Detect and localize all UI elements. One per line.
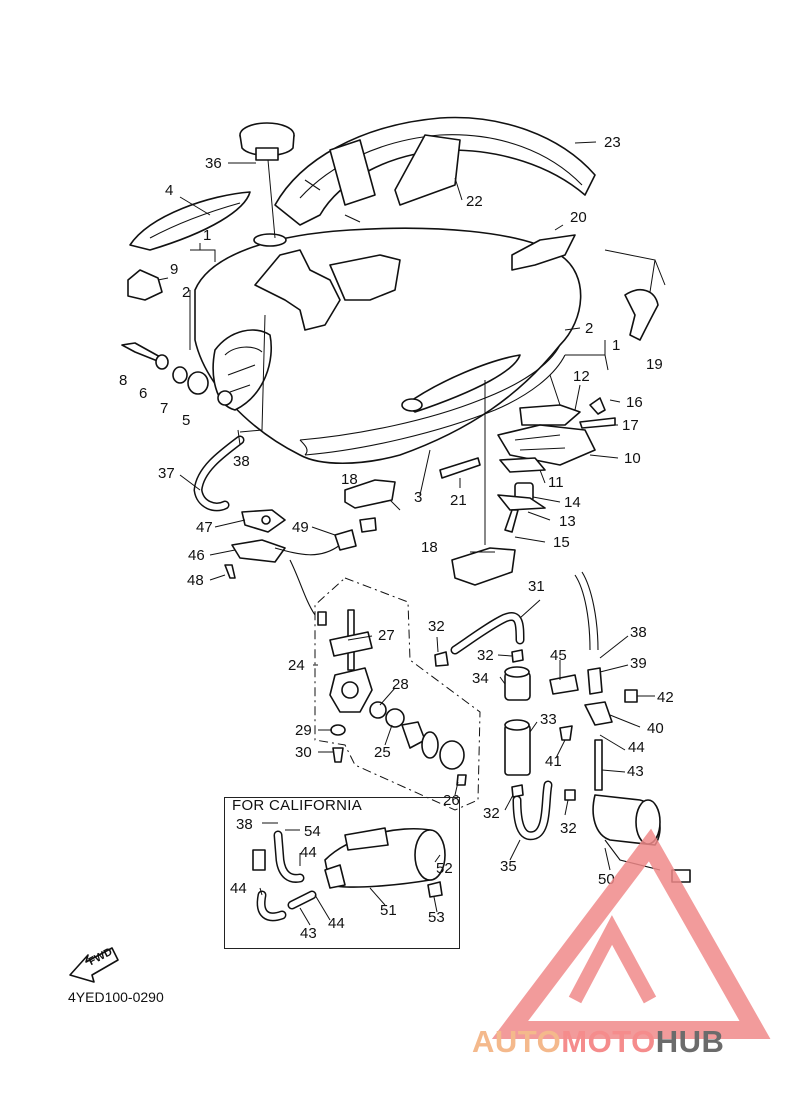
ref-42: 42 <box>657 689 674 706</box>
watermark-part-hub: HUB <box>655 1024 725 1059</box>
ref-44-a: 44 <box>628 739 645 756</box>
ref-38-b: 38 <box>630 624 647 641</box>
ref-1-right: 1 <box>612 337 620 354</box>
tank-top-panel <box>274 116 596 226</box>
ref-48: 48 <box>187 572 204 589</box>
ref-38-c: 38 <box>236 816 253 833</box>
ref-30: 30 <box>295 744 312 761</box>
ref-10: 10 <box>624 450 641 467</box>
ref-16: 16 <box>626 394 643 411</box>
ref-1-left: 1 <box>203 227 211 244</box>
california-group <box>252 827 446 922</box>
fuel-tank <box>194 227 582 464</box>
diagram-code: 4YED100-0290 <box>68 989 164 1005</box>
ref-13: 13 <box>559 513 576 530</box>
ref-26: 26 <box>443 792 460 809</box>
ref-43-a: 43 <box>627 763 644 780</box>
watermark-part-moto: MOTO <box>561 1024 656 1059</box>
ref-9: 9 <box>170 261 178 278</box>
vent-hose <box>574 574 591 651</box>
cover-19 <box>624 289 659 341</box>
california-box <box>224 797 460 949</box>
ref-22: 22 <box>466 193 483 210</box>
ref-3: 3 <box>414 489 422 506</box>
ref-8: 8 <box>119 372 127 389</box>
pump-filter-group <box>434 649 576 801</box>
ref-21: 21 <box>450 492 467 509</box>
ref-15: 15 <box>553 534 570 551</box>
ref-17: 17 <box>622 417 639 434</box>
ref-29: 29 <box>295 722 312 739</box>
ref-35: 35 <box>500 858 517 875</box>
cover-20 <box>511 234 576 271</box>
ref-23: 23 <box>604 134 621 151</box>
ref-46: 46 <box>188 547 205 564</box>
ref-51: 51 <box>380 902 397 919</box>
ref-53: 53 <box>428 909 445 926</box>
ref-4: 4 <box>165 182 173 199</box>
ref-44-d: 44 <box>328 915 345 932</box>
ref-32-d: 32 <box>560 820 577 837</box>
brackets-46-47 <box>224 509 286 579</box>
ref-25: 25 <box>374 744 391 761</box>
ref-19: 19 <box>646 356 663 373</box>
ref-41: 41 <box>545 753 562 770</box>
ref-18-upper: 18 <box>341 471 358 488</box>
right-small-parts <box>549 667 638 791</box>
ref-37: 37 <box>158 465 175 482</box>
ref-33: 33 <box>540 711 557 728</box>
ref-18-lower: 18 <box>421 539 438 556</box>
left-mount-parts <box>121 269 209 395</box>
ref-43-b: 43 <box>300 925 317 942</box>
ref-20: 20 <box>570 209 587 226</box>
reference-numbers: 1 1 2 2 3 4 5 6 7 8 9 10 11 12 13 14 15 … <box>119 134 674 942</box>
california-label: FOR CALIFORNIA <box>232 797 363 814</box>
pad-18-lower <box>451 547 516 586</box>
ref-32-a: 32 <box>428 618 445 635</box>
ref-6: 6 <box>139 385 147 402</box>
ref-24: 24 <box>288 657 305 674</box>
ref-45: 45 <box>550 647 567 664</box>
fuel-cap <box>239 122 295 161</box>
ref-39: 39 <box>630 655 647 672</box>
ref-11: 11 <box>548 474 564 491</box>
ref-5: 5 <box>182 412 190 429</box>
ref-12: 12 <box>573 368 590 385</box>
ref-14: 14 <box>564 494 581 511</box>
fuel-cock-assembly <box>314 577 481 811</box>
ref-27: 27 <box>378 627 395 644</box>
right-mount-parts <box>497 397 616 533</box>
emblem-left <box>129 191 251 251</box>
ref-32-c: 32 <box>483 805 500 822</box>
ref-36: 36 <box>205 155 222 172</box>
strip-21 <box>439 457 481 479</box>
pad-18-upper <box>344 479 396 509</box>
ref-28: 28 <box>392 676 409 693</box>
ref-40: 40 <box>647 720 664 737</box>
watermark-text: AUTOMOTOHUB <box>472 1024 724 1060</box>
leader-lines <box>157 141 666 926</box>
ref-44-b: 44 <box>300 844 317 861</box>
ref-7: 7 <box>160 400 168 417</box>
ref-52: 52 <box>436 860 453 877</box>
ref-32-b: 32 <box>477 647 494 664</box>
watermark-part-auto: AUTO <box>472 1024 562 1059</box>
ref-34: 34 <box>472 670 489 687</box>
ref-38-a: 38 <box>233 453 250 470</box>
ref-44-c: 44 <box>230 880 247 897</box>
ref-54: 54 <box>304 823 321 840</box>
ref-31: 31 <box>528 578 545 595</box>
watermark-logo <box>491 828 771 1039</box>
ref-47: 47 <box>196 519 213 536</box>
ref-2-left: 2 <box>182 284 190 301</box>
sensor-49 <box>274 517 377 626</box>
ref-2-right: 2 <box>585 320 593 337</box>
fwd-arrow <box>69 947 119 983</box>
ref-49: 49 <box>292 519 309 536</box>
